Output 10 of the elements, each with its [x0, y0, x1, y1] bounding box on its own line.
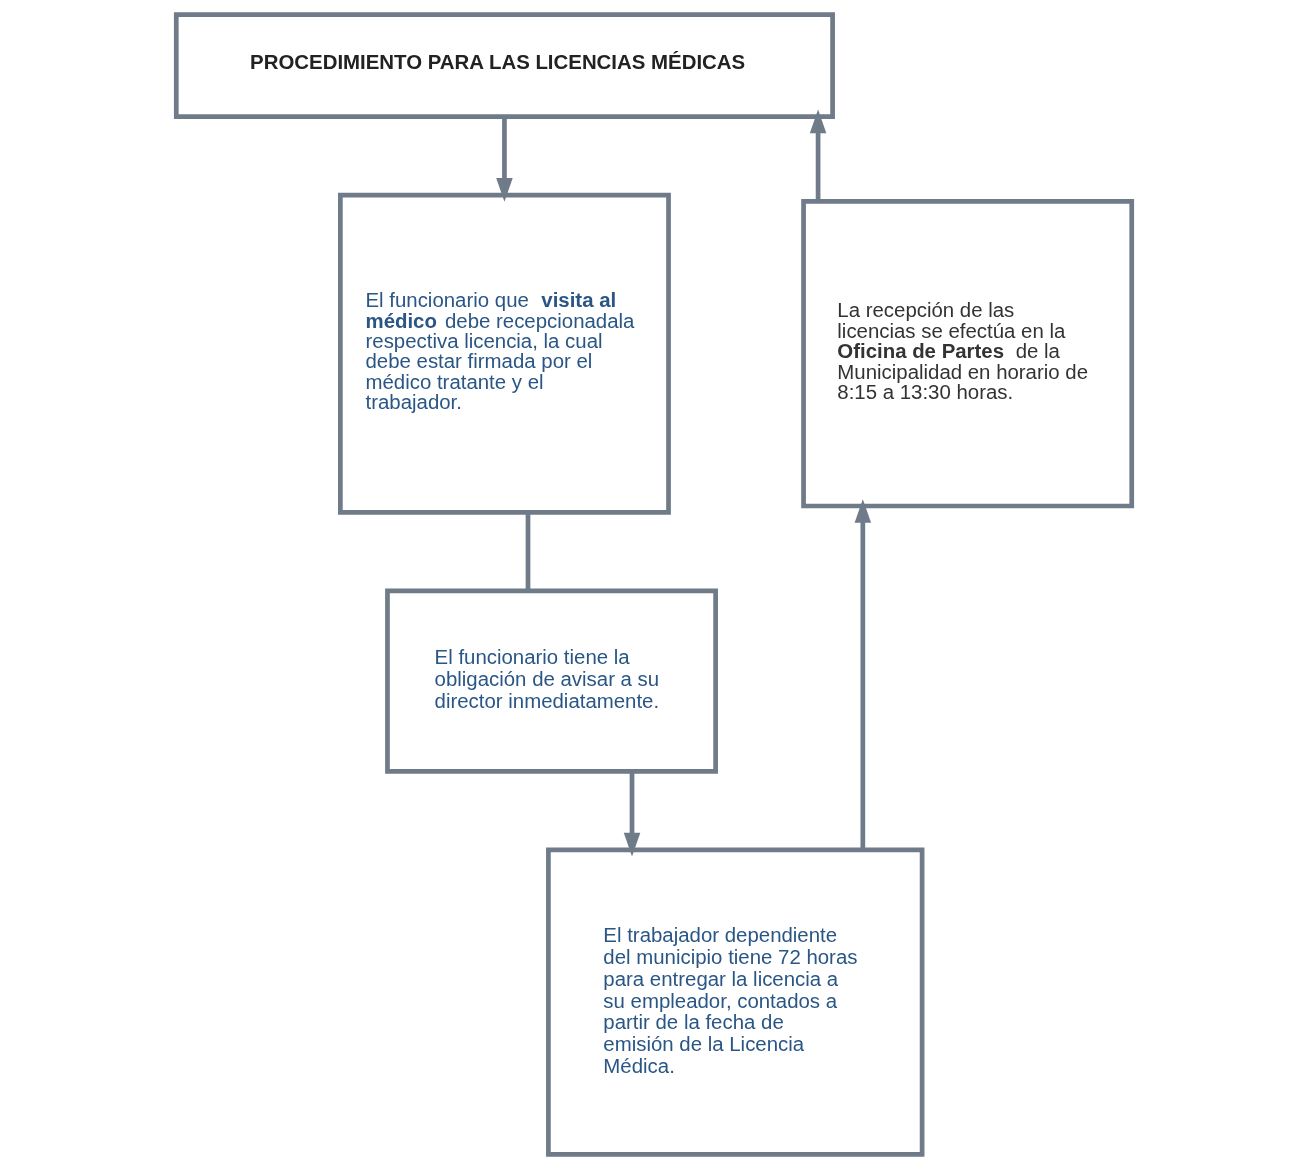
- connector: [525, 512, 531, 591]
- arrow: [496, 117, 513, 202]
- node-box: PROCEDIMIENTO PARA LAS LICENCIAS MÉDICAS: [173, 12, 835, 119]
- arrow: [809, 109, 827, 202]
- node-box: El funcionario tiene la obligación de avisar a su director inmediatamente.: [385, 588, 718, 774]
- node-box: La recepción de las licencias se efectúa en la Oficina de Partes de la Municipalidad en horario de 8:15 a 13:30 horas.: [801, 199, 1135, 509]
- node-box: El trabajador dependiente del municipio tiene 72 horas para entregar la licencia a su empleador, contados a partir de la fecha de emisión de la Licencia Médica.: [546, 847, 925, 1157]
- node-box: El funcionario que visita al médico debe recepcionadala respectiva licencia, la cual debe estar firmada por el médico tratante y el trabajador.: [338, 192, 671, 515]
- arrow: [854, 499, 872, 850]
- arrow: [623, 771, 641, 857]
